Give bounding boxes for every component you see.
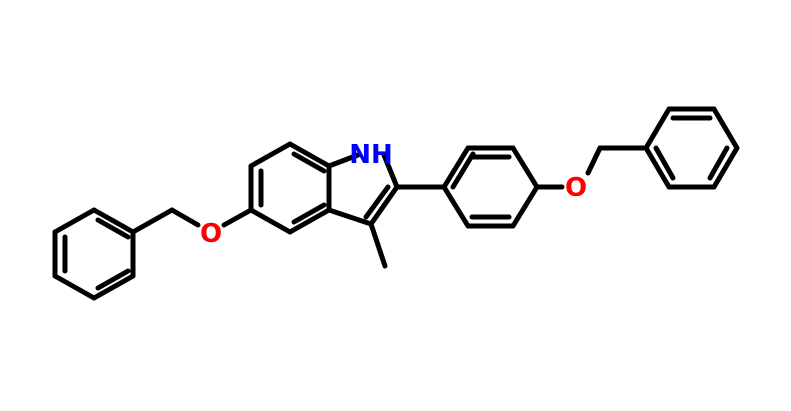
- bond-line: [585, 145, 603, 176]
- bond-line: [510, 145, 540, 190]
- atom-label-nh: NH: [349, 140, 393, 170]
- bond-line: [368, 221, 388, 269]
- bond-line: [291, 151, 327, 174]
- bond-line: [91, 273, 136, 301]
- bond-line: [441, 145, 471, 190]
- bond-line: [52, 207, 97, 235]
- bond-line: [95, 217, 131, 240]
- bond-line: [95, 268, 131, 291]
- bond-line: [711, 145, 740, 190]
- bond-line: [287, 207, 332, 235]
- bond-line: [248, 207, 293, 235]
- bond-line: [221, 207, 254, 228]
- bond-line: [653, 145, 676, 181]
- bond-line: [169, 207, 201, 228]
- bond-line: [363, 184, 391, 220]
- bond-line: [510, 184, 540, 229]
- bond-line: [450, 151, 476, 190]
- bond-line: [291, 202, 327, 225]
- bond-line: [248, 141, 293, 169]
- bond-line: [707, 145, 730, 181]
- bond-line: [643, 145, 672, 190]
- bond-line: [287, 141, 332, 169]
- bond-line: [91, 207, 136, 235]
- bond-layer: [52, 106, 740, 301]
- bond-line: [326, 152, 361, 169]
- bond-line: [368, 184, 400, 227]
- bond-line: [711, 106, 740, 151]
- bond-line: [441, 184, 471, 229]
- atom-label-layer: NH O O: [200, 140, 587, 249]
- bond-line: [381, 152, 400, 190]
- bond-line: [52, 273, 97, 301]
- atom-label-o-right: O: [565, 173, 587, 203]
- bond-line: [643, 106, 672, 151]
- bond-line: [130, 207, 175, 235]
- bond-line: [326, 207, 374, 227]
- atom-label-o-left: O: [200, 219, 222, 249]
